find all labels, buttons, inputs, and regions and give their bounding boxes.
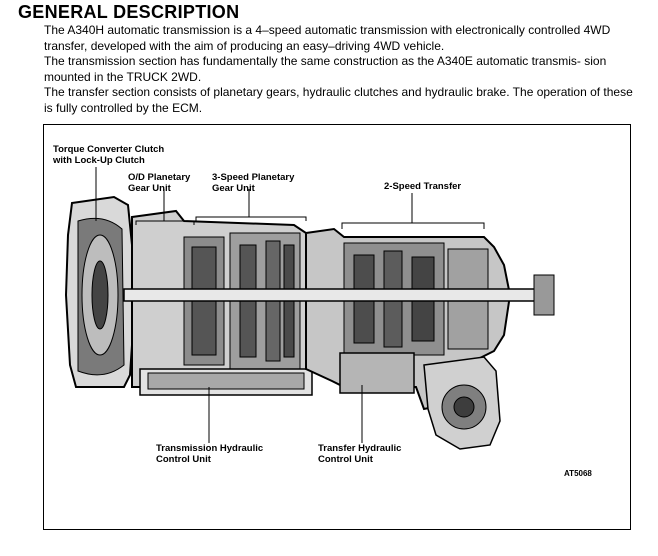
output-flange bbox=[533, 274, 555, 316]
label-trans-hydraulic-line1: Transmission Hydraulic bbox=[156, 443, 264, 454]
label-torque-converter-line1: Torque Converter Clutch bbox=[53, 144, 165, 155]
paragraph-2: The transmission section has fundamental… bbox=[44, 54, 607, 84]
page-title: GENERAL DESCRIPTION bbox=[18, 2, 240, 22]
label-torque-converter-line2: with Lock-Up Clutch bbox=[53, 155, 145, 166]
paragraph-1: The A340H automatic transmission is a 4–… bbox=[44, 23, 611, 53]
bracket-two-speed-transfer bbox=[341, 193, 485, 229]
label-transfer-hydraulic-line1: Transfer Hydraulic bbox=[318, 443, 402, 454]
label-transfer-hydraulic: Transfer Hydraulic Control Unit bbox=[318, 443, 401, 465]
label-trans-hydraulic-line2: Control Unit bbox=[156, 454, 211, 465]
transmission-cutaway-drawing bbox=[64, 167, 555, 450]
main-shaft bbox=[123, 288, 545, 302]
transfer-hydraulic-unit bbox=[339, 352, 415, 394]
figure-code: AT5068 bbox=[564, 469, 592, 478]
label-od-planetary: O/D Planetary Gear Unit bbox=[128, 172, 190, 194]
paragraph-3: The transfer section consists of planeta… bbox=[44, 85, 633, 115]
label-three-speed-line2: Gear Unit bbox=[212, 183, 255, 194]
label-od-planetary-line2: Gear Unit bbox=[128, 183, 171, 194]
label-two-speed-transfer: 2-Speed Transfer bbox=[384, 181, 462, 192]
transmission-cutaway-figure: Torque Converter Clutch with Lock-Up Clu… bbox=[43, 124, 631, 530]
label-od-planetary-line1: O/D Planetary bbox=[128, 172, 191, 183]
label-three-speed-planetary: 3-Speed Planetary Gear Unit bbox=[212, 172, 294, 194]
label-transfer-hydraulic-line2: Control Unit bbox=[318, 454, 373, 465]
label-three-speed-line1: 3-Speed Planetary bbox=[212, 172, 295, 183]
label-transmission-hydraulic: Transmission Hydraulic Control Unit bbox=[156, 443, 263, 465]
bracket-od-planetary bbox=[135, 189, 195, 225]
bracket-three-speed bbox=[195, 189, 307, 221]
label-torque-converter: Torque Converter Clutch with Lock-Up Clu… bbox=[53, 144, 164, 166]
